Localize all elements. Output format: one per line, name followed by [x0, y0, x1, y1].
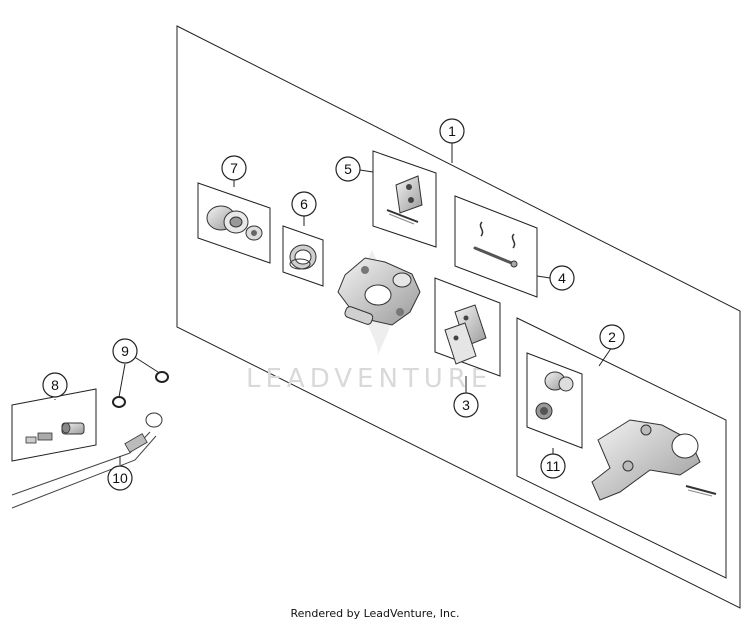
svg-text:4: 4	[558, 270, 566, 286]
footer-credit: Rendered by LeadVenture, Inc.	[290, 607, 460, 620]
callout-9[interactable]: 9	[112, 338, 138, 364]
panel-4	[454, 195, 538, 298]
caliper-bracket-part-2	[591, 419, 717, 501]
callout-2[interactable]: 2	[599, 324, 625, 350]
leader-lines	[54, 143, 613, 465]
seal-ring-part-6	[289, 244, 317, 270]
svg-text:9: 9	[121, 343, 129, 359]
callout-3[interactable]: 3	[453, 392, 479, 418]
clip-part-5	[386, 175, 423, 225]
piston-part-7	[206, 205, 263, 241]
svg-text:8: 8	[51, 377, 59, 393]
callout-7[interactable]: 7	[221, 155, 247, 181]
callout-5[interactable]: 5	[335, 156, 361, 182]
o-rings-part-9	[112, 371, 169, 408]
callout-6[interactable]: 6	[291, 191, 317, 217]
bleed-screw-part-8	[25, 422, 85, 444]
brake-line-part-10	[11, 412, 163, 509]
callout-10[interactable]: 10	[107, 465, 133, 491]
svg-text:11: 11	[546, 458, 561, 474]
svg-text:10: 10	[112, 470, 128, 486]
svg-text:5: 5	[344, 161, 352, 177]
plugs-part-11	[535, 371, 574, 420]
svg-text:2: 2	[608, 329, 616, 345]
caliper-body	[337, 257, 421, 326]
watermark: LEADVENTURE	[246, 364, 492, 394]
svg-text:1: 1	[448, 123, 456, 139]
callout-8[interactable]: 8	[42, 372, 68, 398]
callout-4[interactable]: 4	[549, 265, 575, 291]
callout-1[interactable]: 1	[439, 118, 465, 144]
panel-11	[526, 352, 583, 449]
svg-text:7: 7	[230, 160, 238, 176]
callout-11[interactable]: 11	[540, 453, 566, 479]
svg-text:6: 6	[300, 196, 308, 212]
pin-part-4	[473, 221, 518, 268]
svg-text:3: 3	[462, 397, 470, 413]
brake-pads-part-3	[444, 304, 487, 365]
